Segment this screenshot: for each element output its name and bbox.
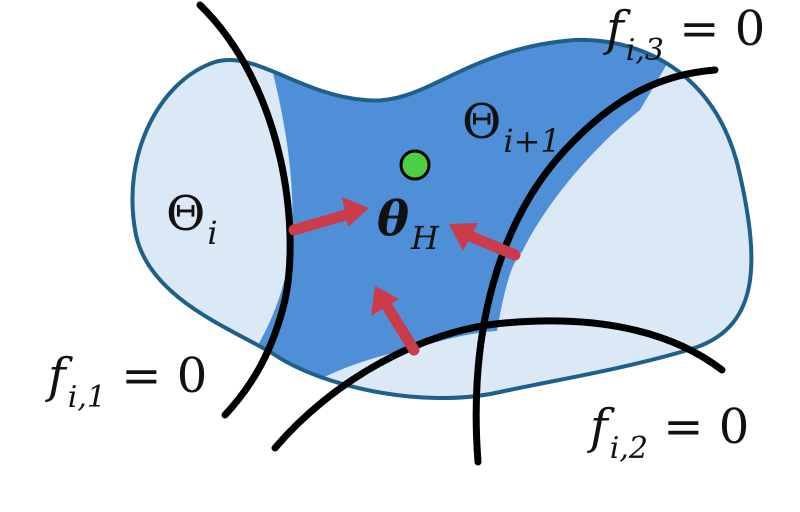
label-theta-i: Θi bbox=[166, 186, 218, 252]
label-theta-i-plus-1: Θi+1 bbox=[462, 94, 561, 160]
feasible-region-dark bbox=[220, 39, 690, 390]
label-f-i2: fi,2 = 0 bbox=[587, 399, 749, 466]
arrow-from-right bbox=[449, 223, 521, 261]
label-f-i3: fi,3 = 0 bbox=[603, 1, 765, 68]
feasible-region-group bbox=[220, 39, 690, 390]
green-point bbox=[399, 149, 431, 181]
label-theta-h: θH bbox=[377, 191, 440, 257]
constraint-curve-f-i1 bbox=[196, 1, 294, 419]
label-f-i1: fi,1 = 0 bbox=[45, 348, 207, 415]
constraint-curve-f-i2 bbox=[271, 317, 726, 452]
arrow-from-left bbox=[288, 197, 369, 236]
arrow-from-bottom bbox=[371, 286, 420, 356]
constraint-curve-f-i3 bbox=[472, 66, 719, 466]
region-outline bbox=[130, 37, 754, 401]
